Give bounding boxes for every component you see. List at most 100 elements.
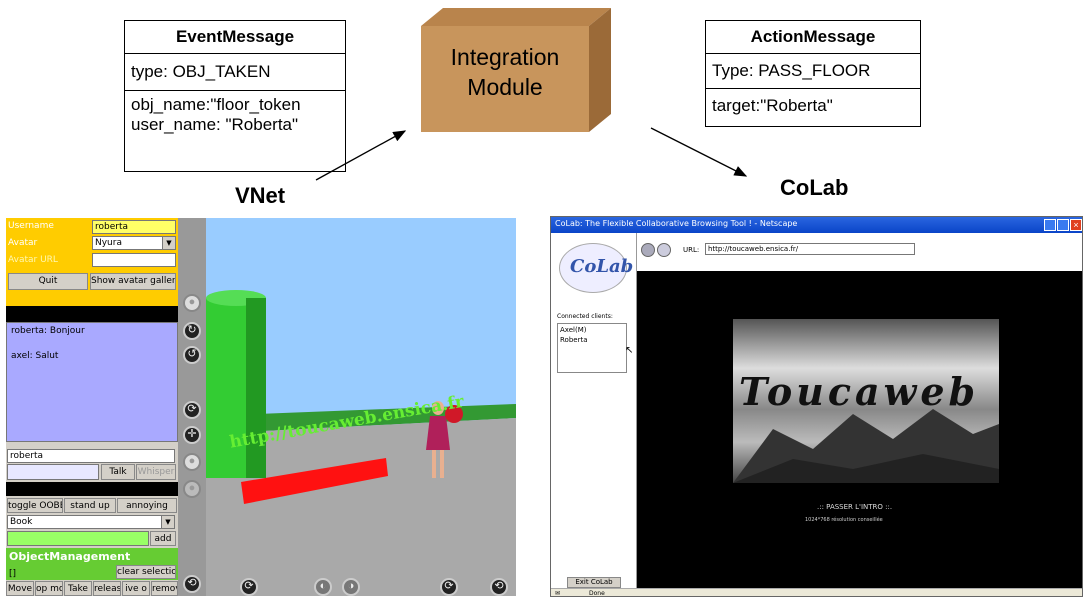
colab-sidebar: CoLab Connected clients: Axel(M) Roberta…	[551, 233, 637, 588]
action-message-target: target:"Roberta"	[712, 96, 833, 115]
black-separator	[6, 306, 178, 322]
vnet-to-module-arrow	[315, 130, 407, 181]
event-message-box: EventMessage type: OBJ_TAKEN obj_name:"f…	[124, 20, 346, 172]
avatar-select[interactable]: Nyura ▼	[92, 236, 176, 250]
give-object-button[interactable]: ive o	[122, 581, 150, 596]
integration-module-line1: Integration	[450, 44, 560, 70]
object-input[interactable]	[7, 531, 149, 546]
reset-icon: ⟲	[494, 579, 504, 592]
skip-intro-link[interactable]: .:: PASSER L'INTRO ::.	[817, 503, 893, 511]
exit-colab-button[interactable]: Exit CoLab	[567, 577, 621, 588]
reset-view-button[interactable]: ⟲	[490, 578, 508, 596]
object-management-cursor: []	[9, 569, 17, 579]
take-button[interactable]: Take	[64, 581, 92, 596]
foreground-hills	[733, 454, 999, 483]
maximize-icon[interactable]	[1057, 219, 1069, 231]
rotate-right-button[interactable]: ↺	[183, 346, 201, 364]
colab-logo-text: CoLab	[570, 256, 634, 277]
mouse-cursor-icon: ↖	[625, 345, 634, 356]
object-select-value: Book	[10, 517, 33, 527]
circle-icon: ●	[188, 454, 196, 467]
avatar-url-input[interactable]	[92, 253, 176, 267]
chevron-down-icon[interactable]: ▼	[162, 237, 175, 249]
op-mode-button[interactable]: op mo	[35, 581, 63, 596]
clear-selection-button[interactable]: clear selection	[116, 565, 176, 579]
vnet-3d-scene: http://toucaweb.ensica.fr ⟳ ◐ ◑ ⟳ ⟲	[206, 218, 516, 596]
talk-button[interactable]: Talk	[101, 464, 135, 480]
turn-button[interactable]: ⟳	[183, 401, 201, 419]
floor-token	[241, 458, 388, 504]
action-message-title: ActionMessage	[706, 21, 920, 54]
crosshair-icon: ✛	[187, 427, 197, 440]
look-up-button[interactable]: ●	[183, 294, 201, 312]
chat-line-1: roberta: Bonjour	[11, 326, 85, 336]
object-select[interactable]: Book ▼	[7, 515, 175, 529]
connected-clients-label: Connected clients:	[557, 313, 613, 320]
avatar-label: Avatar	[8, 238, 38, 248]
avatar-body	[426, 416, 450, 450]
event-message-type: type: OBJ_TAKEN	[125, 54, 345, 91]
show-avatar-gallery-button[interactable]: Show avatar gallery	[90, 273, 176, 290]
step-back-button[interactable]: ◐	[314, 578, 332, 596]
integration-module-box	[421, 8, 611, 132]
url-input[interactable]: http://toucaweb.ensica.fr/	[705, 243, 915, 255]
colab-navbar: URL: http://toucaweb.ensica.fr/	[637, 233, 1082, 271]
cylinder-shade	[246, 298, 266, 478]
move-button[interactable]: Move	[6, 581, 34, 596]
circle-icon: ●	[188, 295, 196, 308]
event-message-obj-name: obj_name:"floor_token	[131, 95, 301, 114]
rotate-left-button[interactable]: ↻	[183, 322, 201, 340]
colab-logo: CoLab	[559, 243, 633, 293]
vnet-control-panel: Username roberta Avatar Nyura ▼ Avatar U…	[6, 218, 178, 596]
move-pad-button[interactable]: ✛	[183, 426, 201, 444]
back-button[interactable]	[641, 243, 655, 257]
clients-list[interactable]: Axel(M) Roberta	[557, 323, 627, 373]
chat-log: roberta: Bonjour axel: Salut	[6, 322, 178, 442]
close-icon[interactable]: ×	[1070, 219, 1082, 231]
module-to-colab-arrow	[650, 127, 748, 177]
spin-button[interactable]: ⟳	[440, 578, 458, 596]
status-text: Done	[589, 590, 605, 597]
title-bar: CoLab: The Flexible Collaborative Browsi…	[551, 217, 1082, 233]
integration-module-label: Integration Module	[421, 42, 589, 102]
step-forward-button[interactable]: ◑	[342, 578, 360, 596]
chat-input[interactable]	[7, 464, 99, 480]
zoom-out-button[interactable]: ●	[183, 480, 201, 498]
client-item[interactable]: Roberta	[560, 336, 588, 344]
forward-button[interactable]	[657, 243, 671, 257]
minimize-icon[interactable]	[1044, 219, 1056, 231]
whisper-button[interactable]: Whisper	[136, 464, 176, 480]
chevron-down-icon[interactable]: ▼	[161, 516, 174, 528]
remove-button[interactable]: remov	[151, 581, 178, 596]
object-management-title: ObjectManagement	[9, 550, 131, 563]
status-bar: ✉ Done	[551, 588, 1082, 597]
avatar-select-value: Nyura	[95, 238, 122, 248]
black-separator-2	[6, 482, 178, 496]
colab-content: Toucaweb .:: PASSER L'INTRO ::. 1024*768…	[637, 271, 1082, 588]
walk-button[interactable]: ⟳	[240, 578, 258, 596]
annoying-button[interactable]: annoying	[117, 498, 177, 513]
vnet-window: Username roberta Avatar Nyura ▼ Avatar U…	[6, 218, 516, 596]
avatar-url-label: Avatar URL	[8, 255, 58, 265]
back-icon: ◐	[319, 579, 327, 592]
client-item[interactable]: Axel(M)	[560, 326, 587, 334]
colab-label: CoLab	[780, 175, 849, 200]
username-input[interactable]: roberta	[92, 220, 176, 234]
tilt-button[interactable]: ⟲	[183, 575, 201, 593]
circle-icon: ●	[188, 481, 196, 494]
resolution-note: 1024*768 résolution conseillée	[805, 517, 883, 523]
stand-up-button[interactable]: stand up	[64, 498, 116, 513]
rotate-icon: ↺	[187, 347, 197, 360]
toggle-oobe-button[interactable]: toggle OOBE	[7, 498, 63, 513]
mountain-art	[733, 409, 999, 483]
avatar-leg	[432, 450, 436, 478]
chat-user-field[interactable]: roberta	[7, 449, 175, 463]
add-button[interactable]: add	[150, 531, 176, 546]
release-button[interactable]: releas	[93, 581, 121, 596]
object-action-bar: Move op mo Take releas ive o remov	[6, 581, 178, 596]
url-label: URL:	[683, 246, 700, 254]
avatar-head	[432, 401, 444, 415]
toucaweb-banner: Toucaweb	[733, 319, 999, 483]
zoom-in-button[interactable]: ●	[183, 453, 201, 471]
quit-button[interactable]: Quit	[8, 273, 88, 290]
